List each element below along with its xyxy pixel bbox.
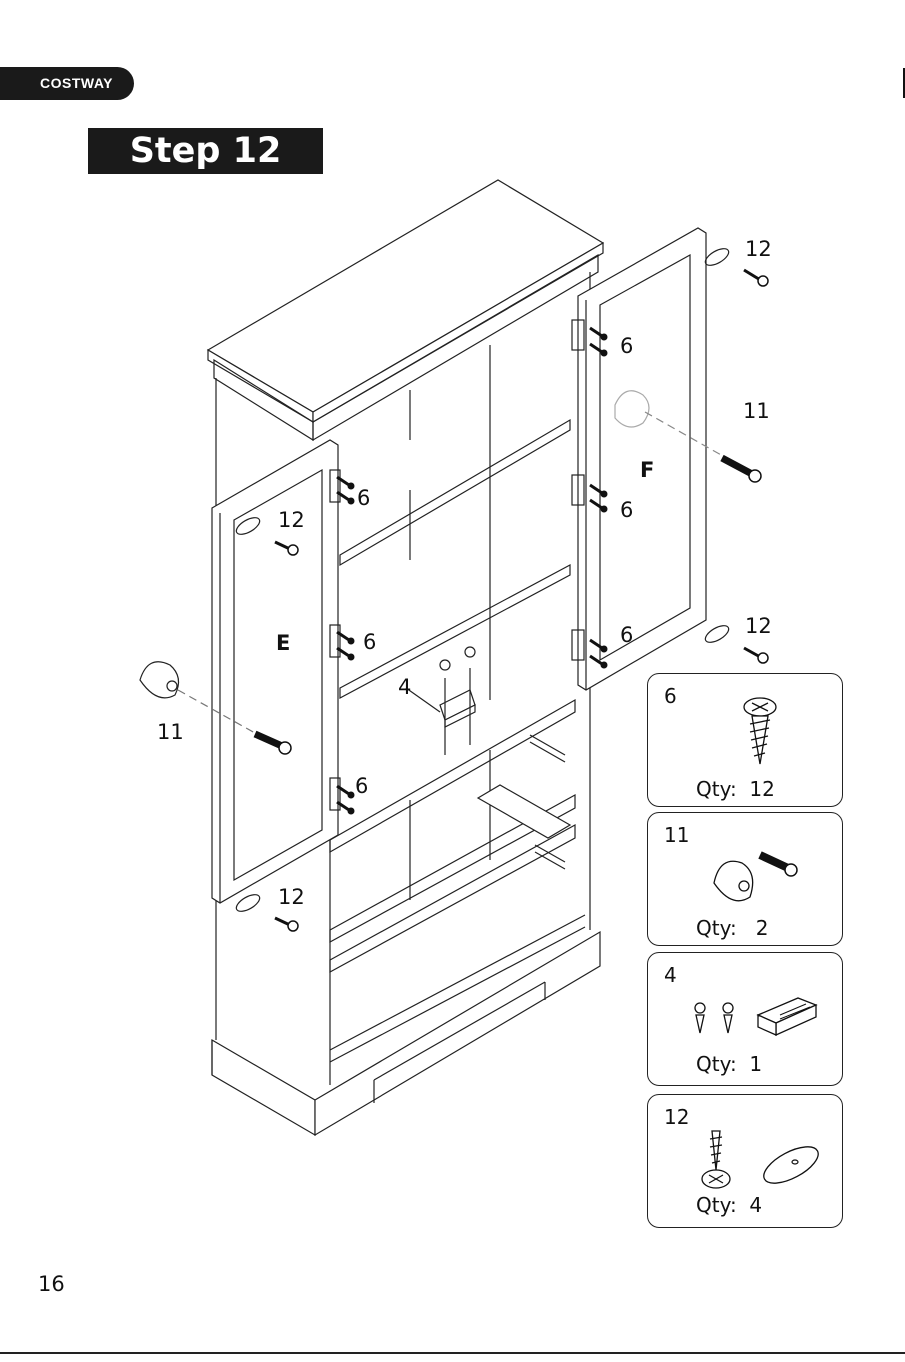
hinge-screws <box>337 328 608 815</box>
part-card-12: 12 Qty: 4 <box>647 1094 843 1228</box>
part-qty-label: Qty: 12 <box>696 777 775 801</box>
part-qty-label: Qty: 1 <box>696 1052 762 1076</box>
part-card-11: 11 Qty: 2 <box>647 812 843 946</box>
callout-magnet-catch: 4 <box>398 675 411 699</box>
door-f-label: F <box>640 458 654 482</box>
callout-plate-screw: 12 <box>745 237 772 261</box>
callout-hinge-screw: 6 <box>357 486 370 510</box>
magnetic-catch <box>406 647 475 755</box>
callout-plate-screw: 12 <box>278 508 305 532</box>
callout-knob: 11 <box>743 399 770 423</box>
part-card-6: 6 Qty: 12 <box>647 673 843 807</box>
callout-hinge-screw: 6 <box>620 498 633 522</box>
callout-hinge-screw: 6 <box>620 334 633 358</box>
door-e <box>212 440 340 915</box>
part-card-4: 4 Qty: 1 <box>647 952 843 1086</box>
callout-plate-screw: 12 <box>745 614 772 638</box>
callout-hinge-screw: 6 <box>620 623 633 647</box>
part-qty-label: Qty: 2 <box>696 916 769 940</box>
callout-hinge-screw: 6 <box>355 774 368 798</box>
page-number: 16 <box>38 1272 65 1296</box>
callout-knob: 11 <box>157 720 184 744</box>
part-qty-label: Qty: 4 <box>696 1193 762 1217</box>
door-e-label: E <box>276 631 290 655</box>
footer-divider <box>0 1352 905 1354</box>
callout-hinge-screw: 6 <box>363 630 376 654</box>
callout-plate-screw: 12 <box>278 885 305 909</box>
